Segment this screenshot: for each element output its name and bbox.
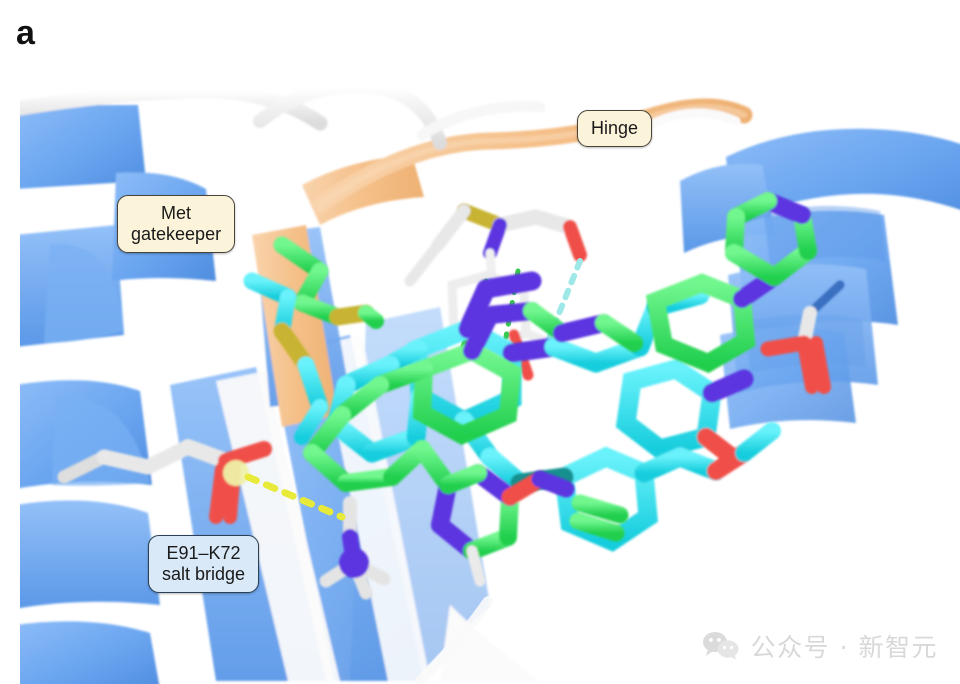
molecular-scene [20, 85, 960, 684]
protein-structure-render [20, 85, 960, 684]
glu91-residue [57, 439, 272, 524]
nitrogen-atom [483, 218, 507, 260]
bottom-loop [415, 596, 493, 684]
structure-figure: Hinge Met gatekeeper E91–K72 salt bridge [20, 85, 960, 684]
salt-bridge-dashes [244, 473, 346, 521]
callout-met-gatekeeper: Met gatekeeper [117, 195, 236, 254]
lys72-residue [319, 496, 391, 600]
oxygen-atom [218, 441, 272, 469]
met-gatekeeper-sidechains [243, 236, 384, 445]
oxygen-atom [209, 462, 229, 524]
ligand-green [303, 192, 817, 587]
panel-label: a [16, 14, 35, 52]
callout-salt-bridge: E91–K72 salt bridge [148, 535, 260, 594]
oxygen-atom [809, 336, 831, 394]
right-carboxylate-residue [760, 280, 845, 394]
oxygen-atom [563, 220, 587, 262]
hbond-cyan [541, 258, 583, 354]
oxygen-atom [797, 336, 819, 394]
callout-hinge: Hinge [577, 110, 653, 148]
